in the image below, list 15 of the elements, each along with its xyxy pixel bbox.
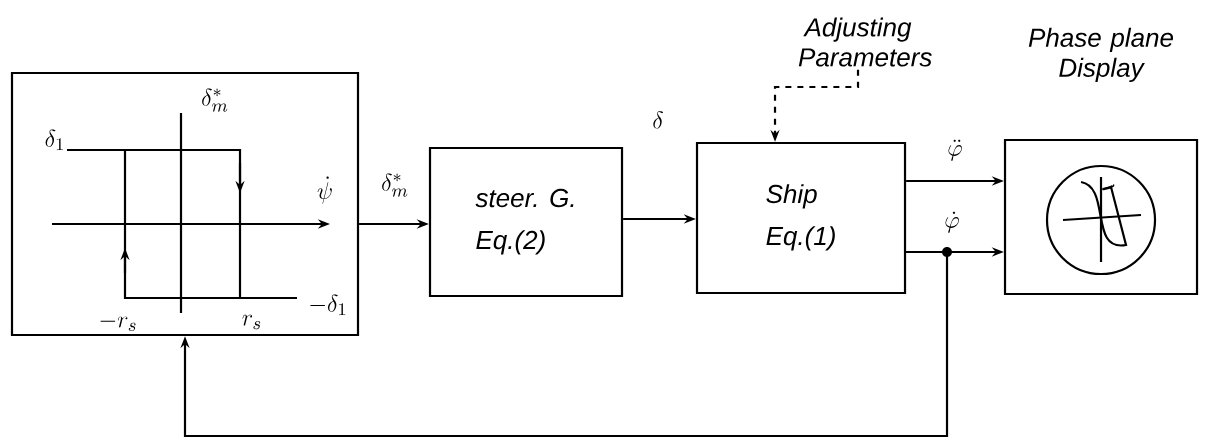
feedback-arrow xyxy=(180,250,949,438)
display-box: Phase plane Display xyxy=(1003,27,1199,296)
axis-label: $-\delta_1$ xyxy=(310,294,346,316)
axis-label: $\delta^*_m$ xyxy=(202,88,228,112)
steering-gear-box: steer. G. Eq.(2) xyxy=(428,146,624,298)
edge-label: $\dot{\varphi}$ xyxy=(945,211,959,233)
parameter-note: Adjusting Parameters xyxy=(798,17,932,67)
ship-box: Ship Eq.(1) xyxy=(695,141,907,295)
axis-label: $r_s$ xyxy=(242,314,261,330)
axis-label: $\dot{\psi}$ xyxy=(317,176,332,204)
edge-label: $\delta$ xyxy=(653,111,663,129)
axis-label: $\delta_1$ xyxy=(45,129,63,151)
edge-label: $\delta^*_m$ xyxy=(382,173,408,197)
edge-label: $\ddot{\varphi}$ xyxy=(948,139,962,161)
axis-label: $-r_s$ xyxy=(100,316,136,331)
